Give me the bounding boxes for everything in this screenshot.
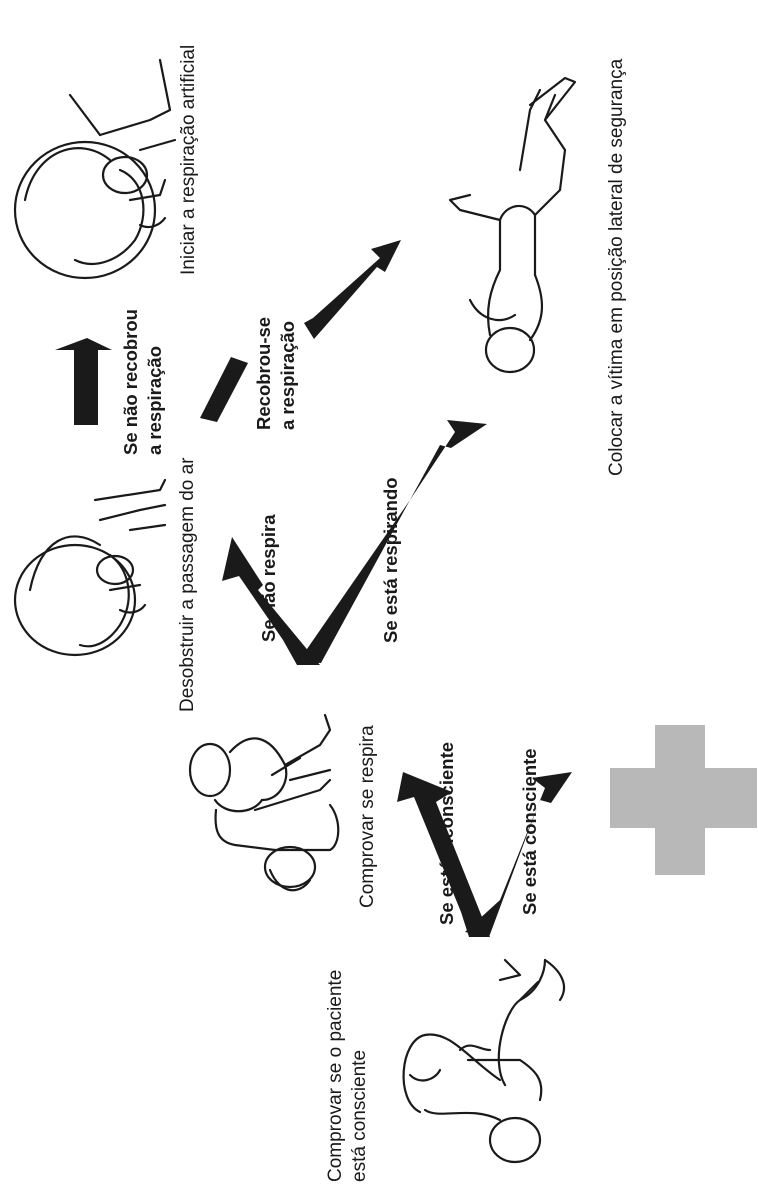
first-aid-cross-icon: [610, 725, 757, 875]
label-not-recovered-line: Se não recobrou: [120, 309, 141, 455]
arrow-recovered-part-a: [200, 357, 248, 422]
label-not-recovered-line: a respiração: [144, 345, 165, 455]
label-unconscious: Se está inconsciente: [436, 741, 457, 925]
figure-artificial-respiration: [13, 58, 177, 280]
label-breathing: Se está respirando: [380, 477, 401, 643]
arrow-recovered-part-b: [304, 240, 401, 339]
arrow-not-recovered: [55, 338, 112, 425]
label-recovered-line: a respiração: [277, 320, 298, 430]
arrow-branch-conscious: [465, 772, 572, 937]
figure-recovery-position: [448, 76, 577, 374]
caption-recovery-position: Colocar a vítima em posição lateral de s…: [606, 58, 627, 476]
label-recovered-line: Recobrou-se: [253, 316, 274, 430]
arrow-branch-not-breathing: [222, 537, 320, 665]
arrow-branch-breathing: [298, 420, 487, 663]
arrow-branch-unconscious: [397, 772, 490, 937]
figure-check-conscious: [402, 958, 566, 1164]
caption-start-respiration: Iniciar a respiração artificial: [178, 44, 199, 275]
caption-check-conscious-line: está consciente: [349, 1049, 370, 1182]
label-not-breathing: Se não respira: [258, 514, 279, 642]
caption-check-breathing: Comprovar se respira: [357, 725, 378, 908]
figure-clear-airway: [13, 478, 167, 657]
label-conscious: Se está consciente: [519, 748, 540, 915]
caption-clear-airway: Desobstruir a passagem do ar: [177, 457, 198, 712]
figure-check-breathing: [188, 713, 340, 892]
caption-check-conscious-line: Comprovar se o paciente: [325, 969, 346, 1182]
